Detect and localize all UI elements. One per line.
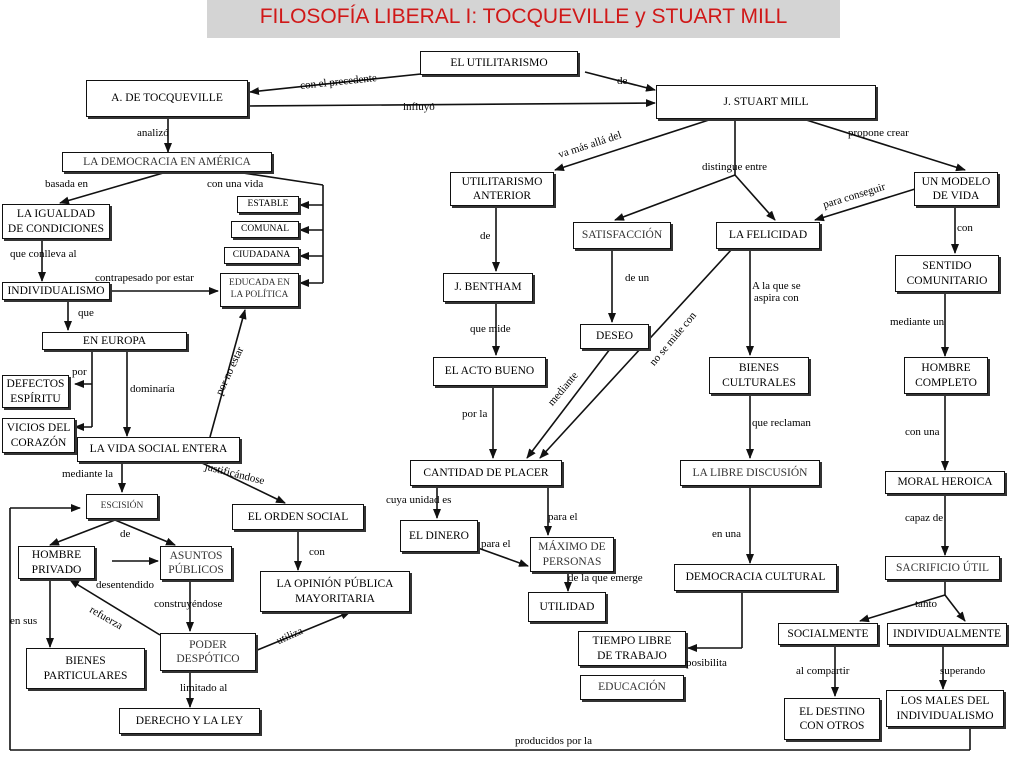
node-individualismo: INDIVIDUALISMO (2, 282, 110, 300)
label-por-defectos: por (72, 366, 87, 378)
node-poder-despotico: PODER DESPÓTICO (160, 633, 256, 671)
node-individualmente: INDIVIDUALMENTE (887, 623, 1007, 645)
label-con-una: con una (905, 426, 940, 438)
node-opinion-publica: LA OPINIÓN PÚBLICA MAYORITARIA (260, 571, 410, 612)
label-en-sus: en sus (10, 615, 38, 627)
label-para-el-dinero: para el (481, 538, 511, 550)
node-sacrificio-util: SACRIFICIO ÚTIL (885, 556, 1000, 580)
label-al-compartir: al compartir (796, 665, 850, 677)
node-dinero: EL DINERO (400, 520, 478, 552)
node-derecho-ley: DERECHO Y LA LEY (119, 708, 260, 734)
label-que-reclaman: que reclaman (752, 417, 811, 429)
label-dominaria: dominaría (130, 383, 175, 395)
node-vicios-corazon: VICIOS DEL CORAZÓN (2, 418, 75, 453)
label-para-el-maximo: para el (548, 511, 578, 523)
label-que-conlleva: que conlleva al (10, 248, 77, 260)
node-moral-heroica: MORAL HEROICA (885, 471, 1005, 494)
node-utilitarismo-anterior: UTILITARISMO ANTERIOR (450, 172, 554, 206)
label-propone-crear: propone crear (848, 127, 909, 139)
label-de-utilitarismo: de (617, 75, 628, 87)
label-construyendose: construyéndose (154, 598, 223, 610)
node-destino-otros: EL DESTINO CON OTROS (784, 698, 880, 740)
node-orden-social: EL ORDEN SOCIAL (232, 504, 364, 530)
node-sentido-comunitario: SENTIDO COMUNITARIO (895, 255, 999, 292)
node-en-europa: EN EUROPA (42, 332, 187, 350)
label-superando: superando (940, 665, 986, 677)
label-tanto: tanto (915, 598, 937, 610)
node-bienes-culturales: BIENES CULTURALES (709, 357, 809, 394)
node-stuart-mill: J. STUART MILL (656, 85, 876, 119)
node-modelo-vida: UN MODELO DE VIDA (914, 172, 998, 206)
node-estable: ESTABLE (237, 196, 299, 213)
node-bienes-particulares: BIENES PARTICULARES (26, 648, 145, 689)
node-educada-politica: EDUCADA EN LA POLÍTICA (220, 273, 299, 307)
node-igualdad: LA IGUALDAD DE CONDICIONES (2, 204, 110, 239)
node-educacion: EDUCACIÓN (580, 675, 684, 700)
node-democracia-cultural: DEMOCRACIA CULTURAL (674, 564, 837, 591)
label-por-la: por la (462, 408, 488, 420)
node-escision: ESCISIÓN (86, 494, 158, 519)
label-cuya-unidad: cuya unidad es (386, 494, 452, 506)
label-contrapesado: contrapesado por estar (95, 272, 194, 284)
page-title: FILOSOFÍA LIBERAL I: TOCQUEVILLE y STUAR… (259, 5, 788, 28)
label-mediante-la: mediante la (62, 468, 114, 480)
label-de-bentham: de (480, 230, 491, 242)
node-satisfaccion: SATISFACCIÓN (573, 222, 671, 249)
node-deseo: DESEO (580, 324, 649, 349)
node-ciudadana: CIUDADANA (224, 247, 299, 264)
node-tiempo-libre: TIEMPO LIBRE DE TRABAJO (578, 631, 686, 666)
label-desentendido: desentendido (96, 579, 155, 591)
label-analizo: analizó (137, 127, 169, 139)
label-con-opinion: con (309, 546, 325, 558)
label-con-sentido: con (957, 222, 973, 234)
label-influyo: influyó (403, 101, 435, 113)
node-tocqueville: A. DE TOCQUEVILLE (86, 80, 248, 117)
label-que-mide: que mide (470, 323, 511, 335)
node-males-individualismo: LOS MALES DEL INDIVIDUALISMO (886, 690, 1004, 727)
label-a-la-que: A la que se aspira con (752, 280, 801, 305)
node-utilitarismo: EL UTILITARISMO (420, 51, 578, 75)
label-en-una: en una (712, 528, 742, 540)
label-distingue-entre: distingue entre (702, 161, 768, 173)
label-producidos-por: producidos por la (515, 735, 592, 747)
node-hombre-completo: HOMBRE COMPLETO (904, 357, 988, 394)
node-vida-social: LA VIDA SOCIAL ENTERA (77, 437, 240, 462)
node-bentham: J. BENTHAM (443, 273, 533, 302)
label-capaz-de: capaz de (905, 512, 944, 524)
node-democracia-america: LA DEMOCRACIA EN AMÉRICA (62, 152, 272, 172)
node-felicidad: LA FELICIDAD (716, 222, 820, 249)
node-cantidad-placer: CANTIDAD DE PLACER (410, 460, 562, 486)
label-limitado-al: limitado al (180, 682, 228, 694)
label-que-europa: que (78, 307, 94, 319)
node-comunal: COMUNAL (231, 221, 299, 238)
label-mediante-un: mediante un (890, 316, 945, 328)
label-de-un: de un (625, 272, 650, 284)
node-utilidad: UTILIDAD (528, 592, 606, 622)
node-libre-discusion: LA LIBRE DISCUSIÓN (680, 460, 820, 486)
label-de-escision: de (120, 528, 131, 540)
node-hombre-privado: HOMBRE PRIVADO (18, 546, 95, 579)
title-banner: FILOSOFÍA LIBERAL I: TOCQUEVILLE y STUAR… (207, 0, 840, 38)
label-de-la-que-emerge: de la que emerge (568, 572, 643, 584)
node-asuntos-publicos: ASUNTOS PÚBLICOS (160, 546, 232, 580)
label-con-una-vida: con una vida (207, 178, 264, 190)
node-defectos-espiritu: DEFECTOS ESPÍRITU (2, 375, 69, 408)
label-basada-en: basada en (45, 178, 89, 190)
node-socialmente: SOCIALMENTE (778, 623, 878, 645)
node-acto-bueno: EL ACTO BUENO (433, 357, 546, 386)
node-maximo-personas: MÁXIMO DE PERSONAS (530, 537, 614, 572)
label-posibilita: posibilita (686, 657, 727, 669)
